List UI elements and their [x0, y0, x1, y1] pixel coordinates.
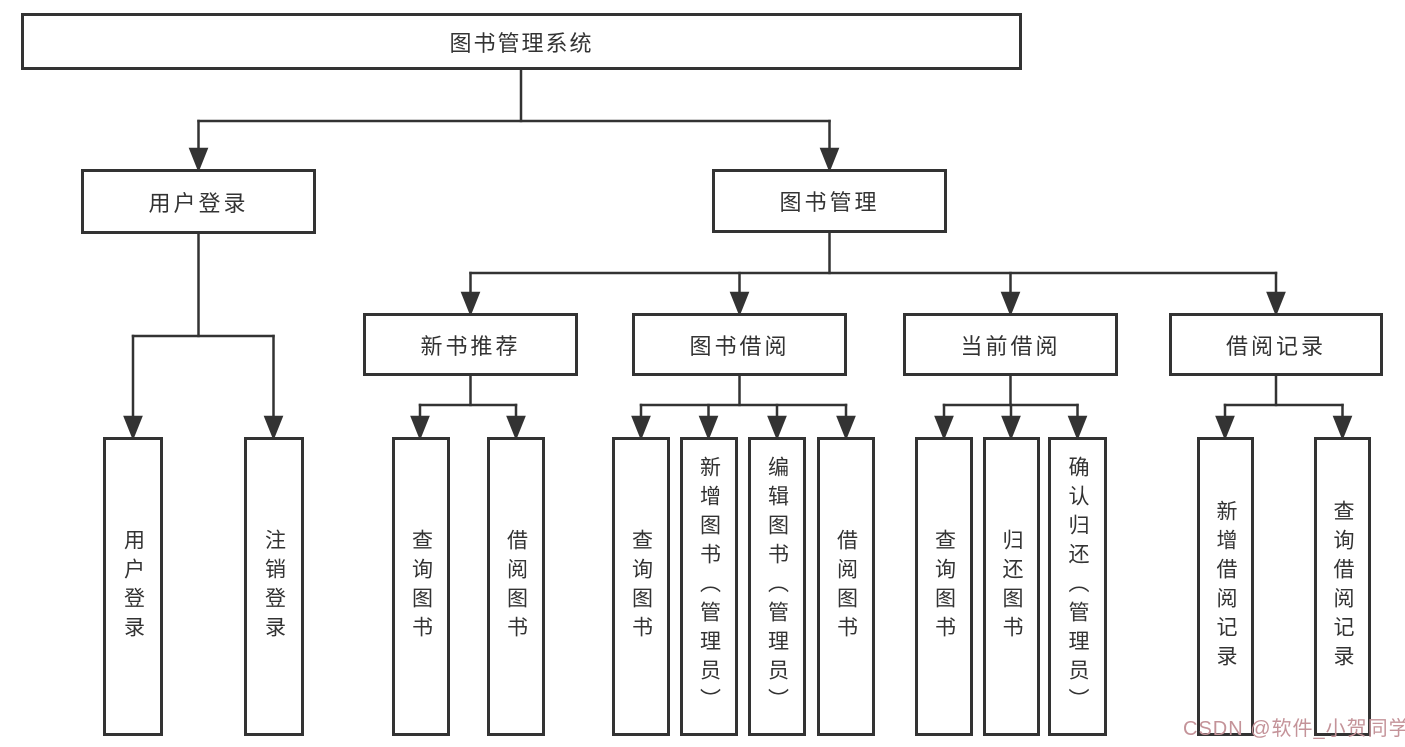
connector-user-login-children: [123, 232, 284, 441]
arrowhead-icon: [1067, 415, 1088, 441]
node-label: 新增借阅记录: [1214, 499, 1237, 674]
leaf-borrow-book-1: 借阅图书: [487, 437, 545, 736]
leaf-confirm-return-admin: 确认归还（管理员）: [1048, 437, 1107, 736]
node-label: 借阅图书: [834, 528, 858, 645]
arrowhead-icon: [819, 147, 840, 173]
node-label: 编辑图书（管理员）: [765, 456, 789, 717]
node-label: 用户登录: [121, 528, 145, 645]
leaf-user-login: 用户登录: [103, 437, 163, 736]
node-label: 图书管理系统: [449, 30, 594, 56]
arrowhead-icon: [836, 415, 856, 441]
node-label: 新书推荐: [420, 333, 521, 359]
arrowhead-icon: [410, 415, 430, 441]
node-book-borrow: 图书借阅: [632, 313, 847, 376]
leaf-borrow-book-2: 借阅图书: [817, 437, 875, 736]
node-book-management: 图书管理: [712, 169, 947, 233]
leaf-return-book: 归还图书: [983, 437, 1040, 736]
node-label: 图书借阅: [689, 333, 790, 359]
node-label: 图书管理: [779, 190, 880, 215]
node-label: 确认归还（管理员）: [1066, 456, 1089, 717]
node-label: 查询图书: [932, 528, 956, 645]
arrowhead-icon: [460, 291, 481, 317]
arrowhead-icon: [188, 147, 209, 173]
leaf-query-book-3: 查询图书: [915, 437, 973, 736]
arrowhead-icon: [263, 415, 284, 441]
leaf-query-book-2: 查询图书: [612, 437, 670, 736]
node-current-borrow: 当前借阅: [903, 313, 1118, 376]
connector-root-to-level2: [188, 67, 840, 173]
arrowhead-icon: [123, 415, 143, 441]
node-label: 用户登录: [148, 190, 249, 216]
leaf-query-borrow-record: 查询借阅记录: [1314, 437, 1371, 736]
watermark: CSDN @软件_小贺同学: [1183, 718, 1405, 740]
connector-borrow-record-children: [1215, 374, 1353, 441]
node-label: 查询借阅记录: [1331, 499, 1354, 674]
arrowhead-icon: [698, 415, 719, 441]
node-label: 归还图书: [1000, 528, 1023, 645]
arrowhead-icon: [1215, 415, 1235, 441]
node-label: 查询图书: [409, 528, 433, 645]
connector-current-borrow-children: [934, 374, 1088, 441]
connector-book-borrow-children: [631, 374, 856, 441]
leaf-logout: 注销登录: [244, 437, 304, 736]
node-label: 查询图书: [629, 528, 653, 645]
arrowhead-icon: [767, 415, 787, 441]
leaf-query-book-1: 查询图书: [392, 437, 450, 736]
node-label: 新增图书（管理员）: [697, 456, 721, 717]
node-user-login: 用户登录: [81, 169, 316, 234]
connector-book-mgmt-children: [460, 231, 1286, 317]
node-new-book-recommend: 新书推荐: [363, 313, 578, 376]
arrowhead-icon: [1000, 291, 1021, 317]
arrowhead-icon: [1332, 415, 1353, 441]
arrowhead-icon: [934, 415, 954, 441]
arrowhead-icon: [506, 415, 526, 441]
node-label: 借阅记录: [1225, 333, 1326, 359]
leaf-add-book-admin: 新增图书（管理员）: [680, 437, 738, 736]
node-label: 注销登录: [262, 528, 286, 645]
leaf-add-borrow-record: 新增借阅记录: [1197, 437, 1254, 736]
node-borrow-records: 借阅记录: [1169, 313, 1383, 376]
node-root: 图书管理系统: [21, 13, 1022, 70]
connector-new-book-children: [410, 374, 526, 441]
leaf-edit-book-admin: 编辑图书（管理员）: [748, 437, 806, 736]
arrowhead-icon: [1001, 415, 1021, 441]
arrowhead-icon: [1266, 291, 1286, 317]
node-label: 借阅图书: [504, 528, 528, 645]
arrowhead-icon: [631, 415, 651, 441]
arrowhead-icon: [729, 291, 750, 317]
node-label: 当前借阅: [960, 333, 1061, 359]
